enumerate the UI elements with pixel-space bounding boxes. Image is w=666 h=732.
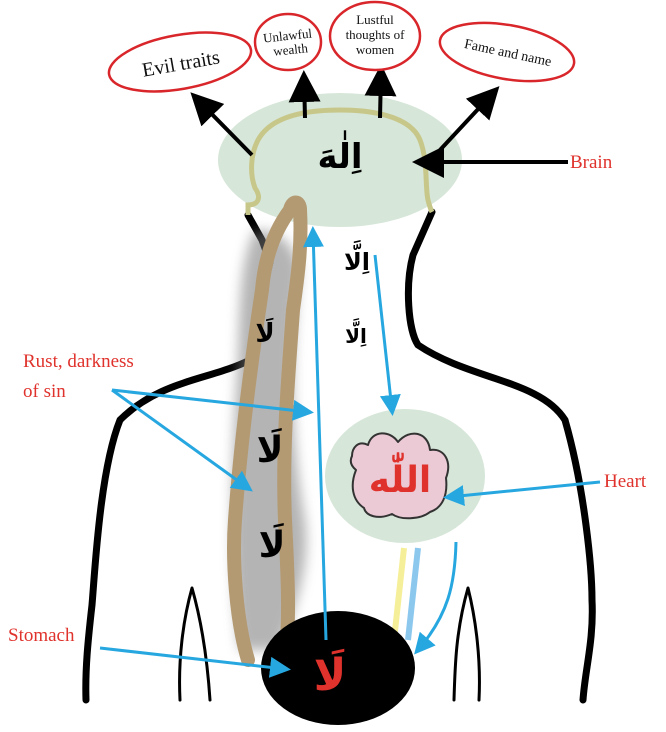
stomach-pointer <box>100 648 285 669</box>
label-rust-line2: of sin <box>23 381 66 402</box>
arrow-to-unlawful-wealth <box>304 78 305 118</box>
arrow-to-lustful-thoughts <box>380 72 381 118</box>
esophagus: لَا لَا لَا <box>232 203 306 661</box>
neck-to-heart-arrow <box>375 255 392 410</box>
heart-to-stomach-arrow <box>418 542 456 650</box>
bubble-lustful-line1: Lustful <box>356 12 394 27</box>
heart-stomach-yellow-line <box>394 548 404 640</box>
label-heart: Heart <box>604 471 647 492</box>
bubble-fame-and-name: Fame and name <box>435 14 578 91</box>
bubble-unlawful-wealth: Unlawful wealth <box>255 14 321 70</box>
la-word-3: لَا <box>259 522 286 566</box>
bubble-lustful-line2: thoughts of <box>346 27 406 42</box>
left-inner-arm <box>180 588 210 700</box>
esophagus-top-cap <box>290 203 300 211</box>
label-brain: Brain <box>570 152 613 173</box>
bubble-evil-traits: Evil traits <box>104 23 255 101</box>
la-word-2: لَا <box>257 427 284 471</box>
bubble-lustful-thoughts: Lustful thoughts of women <box>330 2 420 70</box>
label-stomach: Stomach <box>8 625 75 646</box>
right-inner-arm <box>454 588 479 700</box>
heart-stomach-blue-line <box>408 548 418 640</box>
label-rust-line1: Rust, darkness <box>23 351 134 372</box>
illa-upper-word: اِلَّا <box>344 240 370 276</box>
stomach-arabic-word: لَا <box>314 648 347 701</box>
illa-lower-word: اِلَّا <box>345 318 367 348</box>
stomach-to-brain-arrow <box>313 232 326 640</box>
rust-pointer-lower <box>112 390 248 488</box>
brain-arabic-word: اِلٰهَ <box>317 131 362 177</box>
arrow-to-fame-and-name <box>440 92 494 150</box>
la-word-1: لَا <box>255 317 274 349</box>
bubble-lustful-line3: women <box>356 42 395 57</box>
heart-region: اللّٰه <box>325 409 485 543</box>
